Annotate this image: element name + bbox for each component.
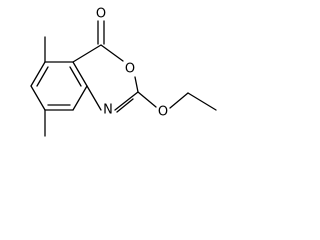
double-bond-inner-c8a-c4a xyxy=(69,66,82,87)
ether-bond-c2-o xyxy=(137,91,157,108)
bond-n1-c8a xyxy=(86,85,102,111)
ethyl-bond-ch2-ch3 xyxy=(187,92,217,111)
bond-c8a-c4a xyxy=(72,61,88,87)
bond-c5-c6 xyxy=(30,61,46,87)
bond-c4a-c4 xyxy=(72,44,102,63)
atom-label-ether-oxygen: O xyxy=(158,105,168,120)
atom-label-ring-nitrogen: N xyxy=(103,103,113,118)
bond-c6-c7 xyxy=(30,85,46,111)
atom-label-carbonyl-oxygen: O xyxy=(96,7,106,22)
ether-bond-o-ch2 xyxy=(169,92,189,109)
bond-c8-c8a xyxy=(72,85,88,111)
oxazinone-ring xyxy=(72,44,139,113)
atom-label-ring-oxygen: O xyxy=(125,62,135,77)
bond-c2-n1 xyxy=(114,91,139,111)
molecule-structure-drawing: O O N O xyxy=(30,7,217,137)
bond-o3-c2 xyxy=(134,76,139,93)
benzene-ring xyxy=(30,61,88,111)
double-bond-inner-c2-n1 xyxy=(116,98,134,113)
bond-c4-o3 xyxy=(100,44,124,62)
double-bond-inner-c5-c6 xyxy=(36,66,49,87)
